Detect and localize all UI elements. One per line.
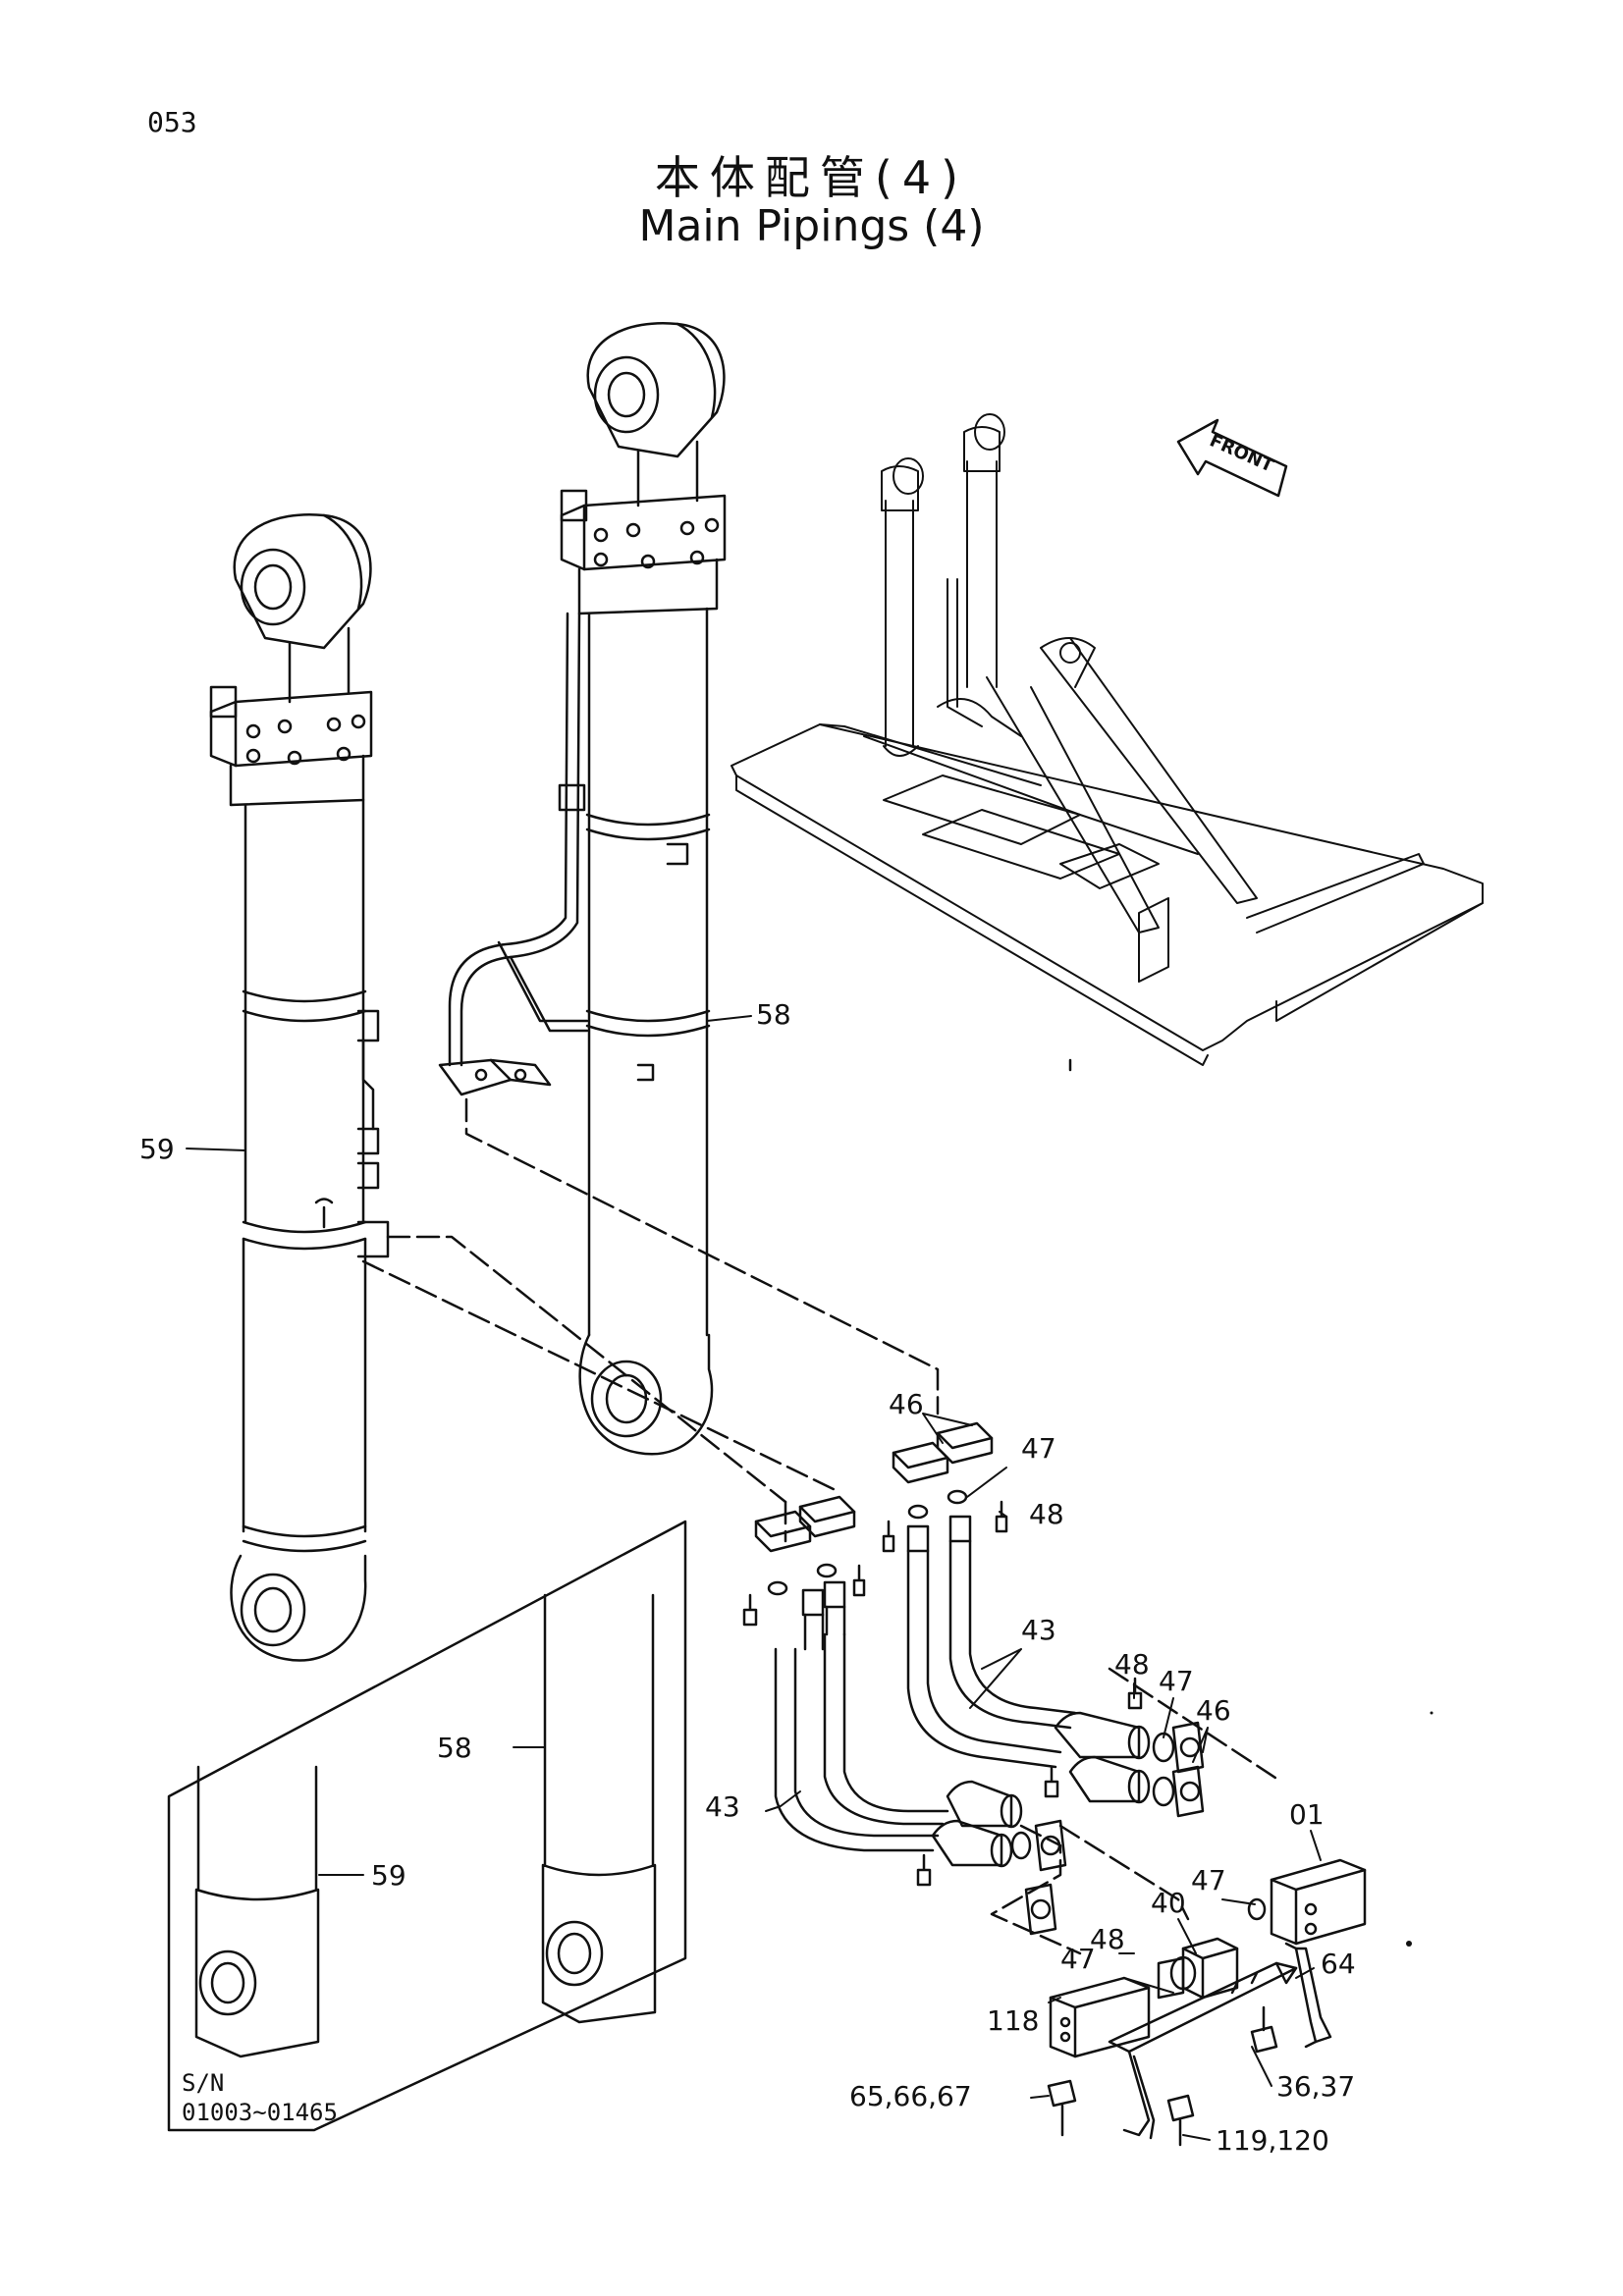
callout-47-lower: 47	[1191, 1864, 1226, 1896]
callout-47-upper: 47	[1021, 1432, 1056, 1465]
callout-47-mid: 47	[1159, 1665, 1194, 1697]
flange-group-upper	[742, 1421, 1008, 1627]
callout-59: 59	[139, 1133, 175, 1165]
callout-48-mid: 48	[1114, 1648, 1150, 1681]
callout-65-66-67: 65,66,67	[849, 2080, 972, 2112]
callout-43-left: 43	[705, 1790, 740, 1823]
callout-118: 118	[987, 2004, 1039, 2037]
page-title-english: Main Pipings (4)	[638, 201, 985, 251]
front-arrow	[1176, 418, 1288, 498]
leader-lines	[186, 1015, 1322, 2141]
tube-pipes	[438, 612, 589, 1096]
callout-48-upper: 48	[1029, 1498, 1064, 1530]
scan-specks	[1406, 1711, 1434, 1947]
cylinder-59	[209, 513, 390, 1662]
machine-frame-overview	[730, 413, 1484, 1066]
flange-group-lower	[916, 1677, 1205, 1936]
serial-range: 01003~01465	[182, 2099, 338, 2126]
hoses-43	[774, 1539, 1077, 1852]
callout-64: 64	[1321, 1948, 1356, 1980]
callout-01: 01	[1289, 1798, 1325, 1831]
valve-blocks	[1047, 1858, 1367, 2147]
page-title-japanese: 本体配管(4)	[654, 151, 969, 204]
connection-lines	[361, 1058, 1283, 1955]
callout-46-mid: 46	[1196, 1694, 1231, 1727]
callout-58: 58	[756, 998, 791, 1031]
inset-serial-box	[167, 1520, 687, 2132]
cylinder-58	[558, 322, 727, 1456]
page-number: 053	[147, 106, 197, 138]
callout-40: 40	[1151, 1887, 1186, 1919]
callout-43-right: 43	[1021, 1614, 1056, 1646]
front-label: FRONT	[1207, 430, 1277, 476]
callout-labels: 59 58 46 47 48 43 48 47 46 43 01 47 40 4…	[139, 430, 1356, 2157]
callout-36-37: 36,37	[1276, 2070, 1355, 2103]
callout-47-bottom: 47	[1060, 1943, 1096, 1975]
callout-58-inset: 58	[437, 1732, 472, 1764]
callout-59-inset: 59	[371, 1859, 406, 1892]
callout-119-120: 119,120	[1216, 2124, 1329, 2157]
callout-46-upper: 46	[889, 1388, 924, 1420]
callout-48-lower: 48	[1090, 1923, 1125, 1955]
serial-label: S/N	[182, 2069, 224, 2097]
